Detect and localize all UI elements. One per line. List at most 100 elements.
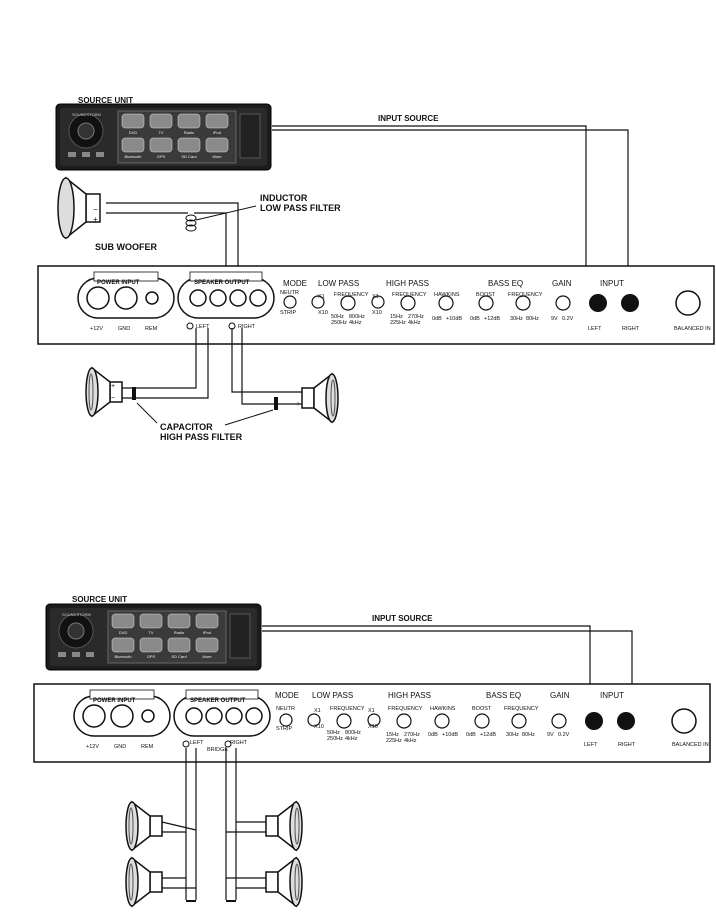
d2-hp-frequency: FREQUENCY: [388, 706, 423, 712]
d2-input-right: RIGHT: [618, 742, 636, 748]
d2-speaker-top-left: [125, 801, 163, 851]
d1-bass-eq-label: BASS EQ: [488, 279, 523, 288]
d2-hp-15hz: 15Hz: [386, 732, 399, 738]
d1-capacitor-label: CAPACITOR: [160, 422, 213, 432]
d1-menu-tile-bluetooth: [121, 137, 145, 153]
svg-text:+: +: [93, 215, 98, 224]
d1-menu-label-ipod: iPod: [213, 130, 221, 135]
d1-power-input-label: POWER INPUT: [97, 280, 140, 286]
d2-input-source-label: INPUT SOURCE: [372, 614, 433, 623]
d2-high-pass-label: HIGH PASS: [388, 691, 431, 700]
d2-hp-270hz: 270Hz: [404, 732, 420, 738]
d2-speaker-output-label: SPEAKER OUTPUT: [190, 698, 246, 704]
d1-menu-label-tv: TV: [158, 130, 163, 135]
d2-bass-eq-label: BASS EQ: [486, 691, 521, 700]
d2-low-pass-label: LOW PASS: [312, 691, 353, 700]
d2-menu-tile-gps: [139, 637, 163, 653]
d1-menu-tile-dvd: [121, 113, 145, 129]
d2-head-unit-brand: SOUNDSTORM: [62, 612, 91, 617]
d2-left-label: LEFT: [190, 740, 204, 746]
d1-lp-x10: X10: [318, 310, 328, 316]
d1-inductor-label: INDUCTOR: [260, 193, 308, 203]
d1-lp-800hz: 800Hz: [349, 314, 365, 320]
d1-mode-bottom: STRIP: [280, 310, 297, 316]
d2-menu-label-ipod: iPod: [203, 630, 211, 635]
d2-hawkins-0db: 0dB: [428, 732, 438, 738]
d1-gain-label: GAIN: [552, 279, 572, 288]
d1-menu-label-radio: Radio: [184, 130, 195, 135]
d1-left-speaker: [85, 367, 123, 417]
d2-menu-label-bluetooth: Bluetooth: [115, 654, 132, 659]
d1-lp-x1: X1: [318, 294, 325, 300]
d1-lp-50hz: 50Hz: [331, 314, 344, 320]
d1-beq-frequency: FREQUENCY: [508, 292, 543, 298]
d2-beq-frequency: FREQUENCY: [504, 706, 539, 712]
d1-source-unit-label: SOURCE UNIT: [78, 96, 133, 105]
d1-menu-tile-tv: [149, 113, 173, 129]
d2-menu-label-sd-card: SD Card: [171, 654, 186, 659]
d1-head-unit-brand: SOUNDSTORM: [72, 112, 101, 117]
d2-lp-x1: X1: [314, 708, 321, 714]
d1-input-wire-left: [272, 125, 587, 288]
d2-input-wire-right: [262, 630, 633, 708]
d2-lp-x10: X10: [314, 724, 324, 730]
d2-hp-x10: X10: [368, 724, 378, 730]
d2-lp-50hz: 50Hz: [327, 730, 340, 736]
d2-input-label: INPUT: [600, 691, 624, 700]
d1-label-rem: REM: [145, 326, 158, 332]
d2-hawkins-label: HAWKINS: [430, 706, 456, 712]
d2-hawkins-10db: +10dB: [442, 732, 458, 738]
d1-hawkins-0db: 0dB: [432, 316, 442, 322]
d2-balanced-in-label: BALANCED IN: [672, 742, 709, 748]
d1-hp-270hz: 270Hz: [408, 314, 424, 320]
d1-right-speaker: [301, 373, 339, 423]
d1-input-wire-right: [272, 129, 629, 288]
svg-text:+: +: [111, 383, 115, 390]
d1-menu-tile-gps: [149, 137, 173, 153]
d1-mode-label: MODE: [283, 279, 307, 288]
d2-menu-tile-bluetooth: [111, 637, 135, 653]
d1-boost-label: BOOST: [476, 292, 496, 298]
d2-label-gnd: GND: [114, 744, 126, 750]
d1-high-pass-label: HIGH PASS: [386, 279, 429, 288]
d1-gain-9v: 9V: [551, 316, 558, 322]
d1-menu-tile-sd-card: [177, 137, 201, 153]
d1-hp-frequency: FREQUENCY: [392, 292, 427, 298]
svg-text:−: −: [93, 205, 98, 214]
d1-label-gnd: GND: [118, 326, 130, 332]
d2-hp-x1: X1: [368, 708, 375, 714]
d1-low-pass-label: LOW PASS: [318, 279, 359, 288]
d2-lp-4khz: 4kHz: [345, 736, 358, 742]
d2-input-wire-left: [262, 625, 591, 708]
d2-label-12v: +12V: [86, 744, 99, 750]
d1-input-label: INPUT: [600, 279, 624, 288]
d2-gain-label: GAIN: [550, 691, 570, 700]
d1-capacitor-right: [274, 397, 278, 410]
d1-hawkins-10db: +10dB: [446, 316, 462, 322]
d2-menu-tile-tv: [139, 613, 163, 629]
d2-beq-80hz: 80Hz: [522, 732, 535, 738]
d2-label-rem: REM: [141, 744, 154, 750]
d1-hp-4khz: 4kHz: [408, 320, 421, 326]
d1-gain-02v: 0.2V: [562, 316, 574, 322]
d1-input-right: RIGHT: [622, 326, 640, 332]
d2-menu-label-dvd: DVD: [119, 630, 128, 635]
d2-input-left: LEFT: [584, 742, 598, 748]
d2-speaker-bottom-left: [125, 857, 163, 907]
d1-input-source-label: INPUT SOURCE: [378, 114, 439, 123]
d2-hp-4khz: 4kHz: [404, 738, 417, 744]
d1-hp-15hz: 15Hz: [390, 314, 403, 320]
d1-menu-label-sd-card: SD Card: [181, 154, 196, 159]
d2-menu-label-more: More: [202, 654, 212, 659]
d1-lp-250hz: 250Hz: [331, 320, 347, 326]
d1-menu-label-more: More: [212, 154, 222, 159]
d1-amplifier-panel: [37, 265, 715, 345]
d2-menu-tile-sd-card: [167, 637, 191, 653]
d1-menu-tile-ipod: [205, 113, 229, 129]
d1-boost-0db: 0dB: [470, 316, 480, 322]
d1-menu-label-gps: GPS: [157, 154, 166, 159]
d1-hp-x10: X10: [372, 310, 382, 316]
d1-right-label: RIGHT: [238, 324, 256, 330]
d2-speaker-bottom-right: [265, 857, 303, 907]
